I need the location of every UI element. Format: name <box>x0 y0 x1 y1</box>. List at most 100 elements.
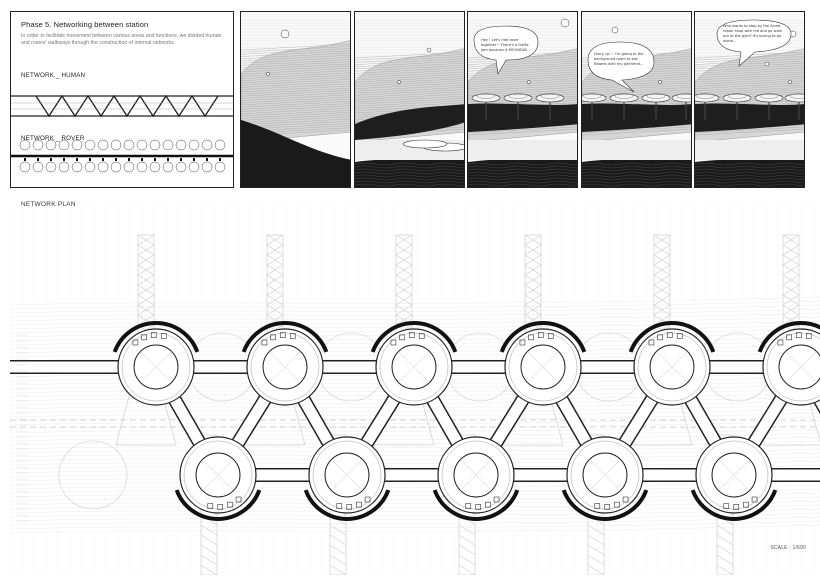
human-network-diagram <box>11 94 233 118</box>
station-room <box>141 334 147 341</box>
scale-label: SCALE : 1/600 <box>770 545 806 551</box>
station-room <box>519 339 526 346</box>
rover-station-circle <box>175 161 187 173</box>
station-core <box>778 344 820 390</box>
planet-icon <box>426 47 432 53</box>
rover-station-circle <box>162 139 174 151</box>
rover-station-circle <box>45 161 57 173</box>
astronaut-figure <box>397 80 401 84</box>
speech-bubble-5: Who wants to stop by the Arcee repair sh… <box>723 24 783 43</box>
speech-bubble-4: Hurry up ~ I'm going to the background r… <box>594 52 644 66</box>
station-room <box>346 504 353 510</box>
station-node <box>174 436 262 521</box>
station-room <box>485 501 491 508</box>
speech-bubble-shape <box>587 41 655 93</box>
rover-node <box>128 158 130 161</box>
comic-panel-3: Hey ! Let's ride rover together~ There's… <box>467 11 578 188</box>
station-node <box>303 436 391 521</box>
station-room <box>648 339 655 346</box>
rover-node <box>37 158 39 161</box>
planet-icon <box>560 18 570 28</box>
astronaut-figure <box>527 80 531 84</box>
station-room <box>235 496 242 503</box>
station-room <box>657 334 663 341</box>
phase-title: Phase 5. Networking between station <box>21 20 149 29</box>
station-wing <box>370 321 458 353</box>
rover-node <box>24 158 26 161</box>
rover-node <box>141 158 143 161</box>
rover-station-circle <box>19 139 31 151</box>
rover-station-circle <box>188 139 200 151</box>
rover-station-circle <box>175 139 187 151</box>
rover-node <box>154 158 156 161</box>
rover-station-circle <box>97 139 109 151</box>
station-wing <box>241 321 329 353</box>
station-room <box>160 333 167 339</box>
rover-node <box>115 158 117 161</box>
station-wing <box>757 321 820 353</box>
station-room <box>537 332 544 338</box>
dark-ground <box>582 158 691 187</box>
rover-node <box>63 158 65 161</box>
station-dome <box>641 93 671 103</box>
rover-station-circle <box>188 161 200 173</box>
rover-station-circle <box>136 139 148 151</box>
station-dome <box>754 93 784 103</box>
speech-bubble-shape <box>473 25 539 75</box>
ghost-circle <box>58 440 128 510</box>
station-node <box>628 321 716 406</box>
rover-station-circle <box>45 139 57 151</box>
rover-station-circle <box>19 161 31 173</box>
station-room <box>270 334 276 341</box>
station-node <box>241 321 329 406</box>
rover-station-circle <box>162 161 174 173</box>
station-wing <box>628 321 716 353</box>
station-room <box>614 501 620 508</box>
station-room <box>743 501 749 508</box>
station-wing <box>303 489 391 521</box>
comic-panel-1 <box>240 11 351 188</box>
station-room <box>676 333 683 339</box>
station-room <box>493 496 500 503</box>
station-node <box>690 436 778 521</box>
rover-station-circle <box>123 161 135 173</box>
rover-station-circle <box>71 139 83 151</box>
station-node <box>432 436 520 521</box>
rover-node <box>180 158 182 161</box>
rover-station-circle <box>136 161 148 173</box>
rover-station-circle <box>84 139 96 151</box>
station-room <box>786 334 792 341</box>
rover-station-circle <box>110 139 122 151</box>
dark-band <box>695 103 804 132</box>
planet-icon <box>611 26 619 34</box>
station-room <box>132 339 139 346</box>
rover-node <box>167 158 169 161</box>
station-room <box>399 334 405 341</box>
astronaut-figure <box>658 80 662 84</box>
station-room <box>279 332 286 338</box>
station-wing <box>174 489 262 521</box>
station-room <box>751 496 758 503</box>
station-dome <box>503 93 533 103</box>
rover-station-circle <box>149 139 161 151</box>
phase-description: In order to facilitate movement between … <box>21 33 222 46</box>
comic-panel-5: Who wants to stop by the Arcee repair sh… <box>694 11 805 188</box>
station-wing <box>499 321 587 353</box>
station-dome <box>471 93 501 103</box>
station-room <box>364 496 371 503</box>
network-rover-label: NETWORK _ ROVER <box>21 135 85 142</box>
floor <box>582 140 691 160</box>
dark-ground <box>468 158 577 187</box>
station-node <box>561 436 649 521</box>
dark-ground <box>695 158 804 187</box>
rover-node <box>206 158 208 161</box>
rover-station-circle <box>71 161 83 173</box>
dark-ground <box>355 158 464 187</box>
speech-bubble-3: Hey ! Let's ride rover together~ There's… <box>481 38 530 52</box>
rover-station-circle <box>201 139 213 151</box>
station-room <box>795 332 802 338</box>
rover-node <box>219 158 221 161</box>
station-dome <box>609 93 639 103</box>
rover-station-circle <box>110 161 122 173</box>
